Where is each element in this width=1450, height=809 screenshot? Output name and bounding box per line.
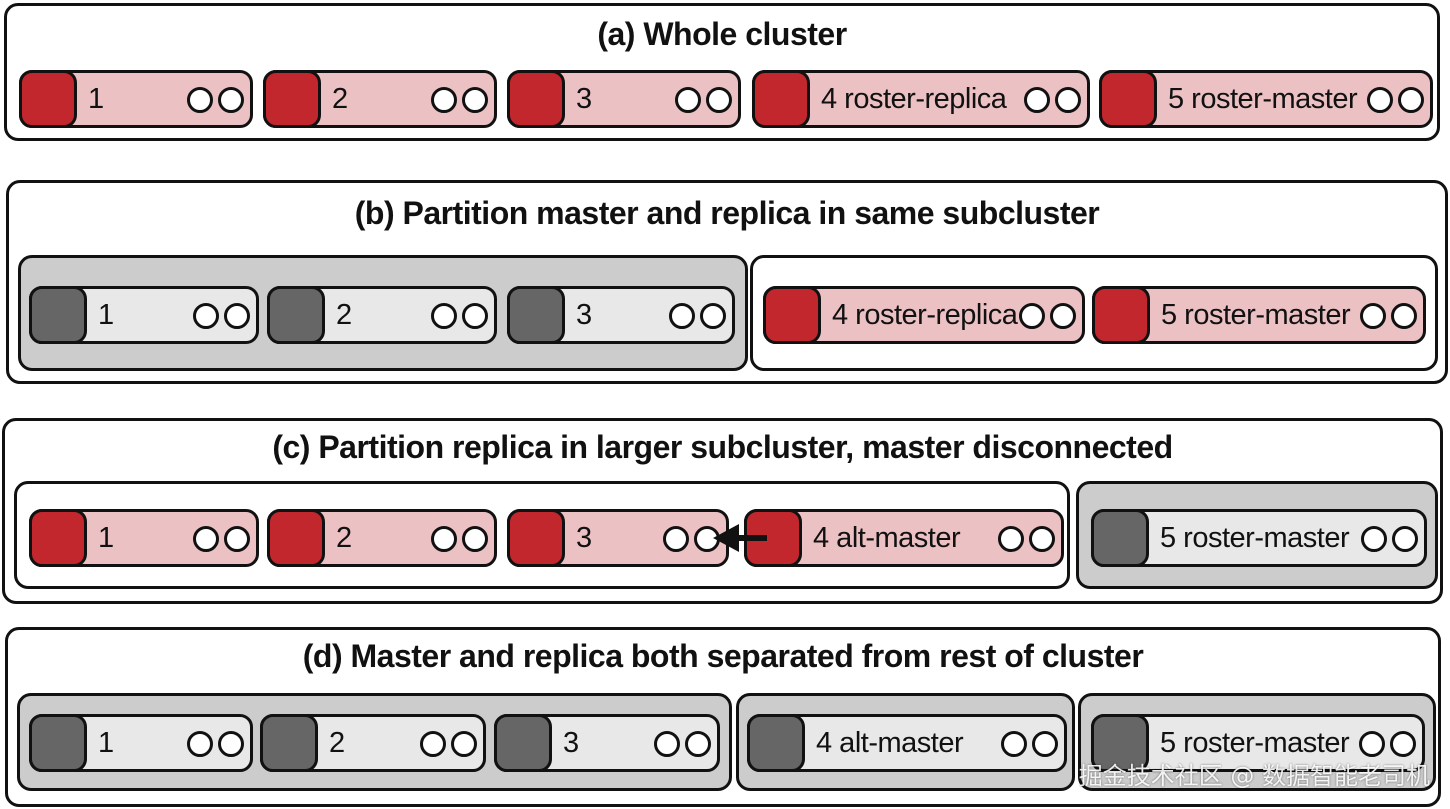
node-status-circles	[1001, 731, 1058, 757]
node-status-circles	[187, 87, 244, 113]
panel-b: (b) Partition master and replica in same…	[6, 180, 1448, 384]
node-b-4: 4 roster-replica	[763, 286, 1085, 344]
node-a-5: 5 roster-master	[1099, 70, 1433, 128]
subcluster-b-left: 1 2 3	[18, 255, 748, 371]
node-block	[507, 286, 565, 344]
panel-a: (a) Whole cluster 1 2 3 4 roster-replica…	[4, 3, 1440, 141]
node-status-circles	[431, 526, 488, 552]
node-label: 4 alt-master	[816, 727, 964, 759]
node-block	[763, 286, 821, 344]
node-status-circles	[669, 303, 726, 329]
subcluster-b-right: 4 roster-replica 5 roster-master	[750, 255, 1438, 371]
node-label: 1	[98, 522, 114, 554]
node-status-circles	[193, 303, 250, 329]
node-block	[752, 70, 810, 128]
node-d-1: 1	[29, 714, 253, 772]
node-block	[263, 70, 321, 128]
node-d-4: 4 alt-master	[747, 714, 1067, 772]
node-status-circles	[1019, 303, 1076, 329]
node-status-circles	[1359, 731, 1416, 757]
node-block	[29, 509, 87, 567]
node-status-circles	[998, 526, 1055, 552]
node-block	[747, 714, 805, 772]
node-label: 3	[576, 299, 592, 331]
node-label: 5 roster-master	[1160, 727, 1350, 759]
node-status-circles	[1360, 303, 1417, 329]
node-label: 1	[98, 727, 114, 759]
panel-a-title: (a) Whole cluster	[597, 16, 847, 52]
node-label: 2	[329, 727, 345, 759]
node-b-5: 5 roster-master	[1092, 286, 1426, 344]
node-label: 2	[332, 83, 348, 115]
node-a-4: 4 roster-replica	[752, 70, 1090, 128]
node-a-2: 2	[263, 70, 497, 128]
node-block	[29, 286, 87, 344]
node-a-3: 3	[507, 70, 741, 128]
node-block	[494, 714, 552, 772]
node-label: 3	[576, 522, 592, 554]
replication-arrow-icon	[713, 524, 767, 552]
node-c-4: 4 alt-master	[744, 509, 1064, 567]
node-block	[267, 286, 325, 344]
node-status-circles	[420, 731, 477, 757]
node-status-circles	[1367, 87, 1424, 113]
node-c-2: 2	[267, 509, 497, 567]
node-block	[1099, 70, 1157, 128]
node-d-5: 5 roster-master	[1091, 714, 1425, 772]
node-status-circles	[1024, 87, 1081, 113]
node-b-1: 1	[29, 286, 259, 344]
node-label: 4 alt-master	[813, 522, 961, 554]
node-status-circles	[193, 526, 250, 552]
node-label: 5 roster-master	[1168, 83, 1358, 115]
subcluster-d-left: 1 2 3	[17, 693, 732, 791]
subcluster-c-right: 5 roster-master	[1076, 481, 1438, 589]
panel-c: (c) Partition replica in larger subclust…	[2, 418, 1443, 604]
node-d-3: 3	[494, 714, 720, 772]
panel-b-title: (b) Partition master and replica in same…	[354, 195, 1100, 231]
node-label: 1	[88, 83, 104, 115]
node-b-2: 2	[267, 286, 497, 344]
node-b-3: 3	[507, 286, 735, 344]
node-status-circles	[431, 87, 488, 113]
subcluster-c-left: 1 2 3 4 alt-master	[14, 481, 1070, 589]
node-block	[1092, 286, 1150, 344]
node-block	[267, 509, 325, 567]
node-status-circles	[431, 303, 488, 329]
node-label: 5 roster-master	[1161, 299, 1351, 331]
node-block	[507, 70, 565, 128]
node-c-3: 3	[507, 509, 729, 567]
node-status-circles	[654, 731, 711, 757]
node-status-circles	[187, 731, 244, 757]
node-label: 2	[336, 522, 352, 554]
node-status-circles	[1361, 526, 1418, 552]
panel-d-title: (d) Master and replica both separated fr…	[302, 638, 1144, 674]
node-label: 3	[563, 727, 579, 759]
panel-d: (d) Master and replica both separated fr…	[5, 627, 1441, 807]
subcluster-d-right: 5 roster-master	[1078, 693, 1436, 791]
subcluster-d-middle: 4 alt-master	[736, 693, 1075, 791]
node-label: 2	[336, 299, 352, 331]
panel-c-title: (c) Partition replica in larger subclust…	[272, 429, 1173, 465]
node-d-2: 2	[260, 714, 486, 772]
watermark: 掘金技术社区 @ 数据智能老司机	[1078, 762, 1430, 790]
node-block	[19, 70, 77, 128]
node-a-1: 1	[19, 70, 253, 128]
node-label: 5 roster-master	[1160, 522, 1350, 554]
node-status-circles	[663, 526, 720, 552]
node-label: 4 roster-replica	[832, 299, 1018, 331]
node-status-circles	[675, 87, 732, 113]
node-c-5: 5 roster-master	[1091, 509, 1427, 567]
node-c-1: 1	[29, 509, 259, 567]
node-label: 4 roster-replica	[821, 83, 1007, 115]
node-block	[507, 509, 565, 567]
node-label: 3	[576, 83, 592, 115]
node-block	[260, 714, 318, 772]
node-block	[1091, 509, 1149, 567]
node-block	[29, 714, 87, 772]
node-block	[1091, 714, 1149, 772]
node-label: 1	[98, 299, 114, 331]
